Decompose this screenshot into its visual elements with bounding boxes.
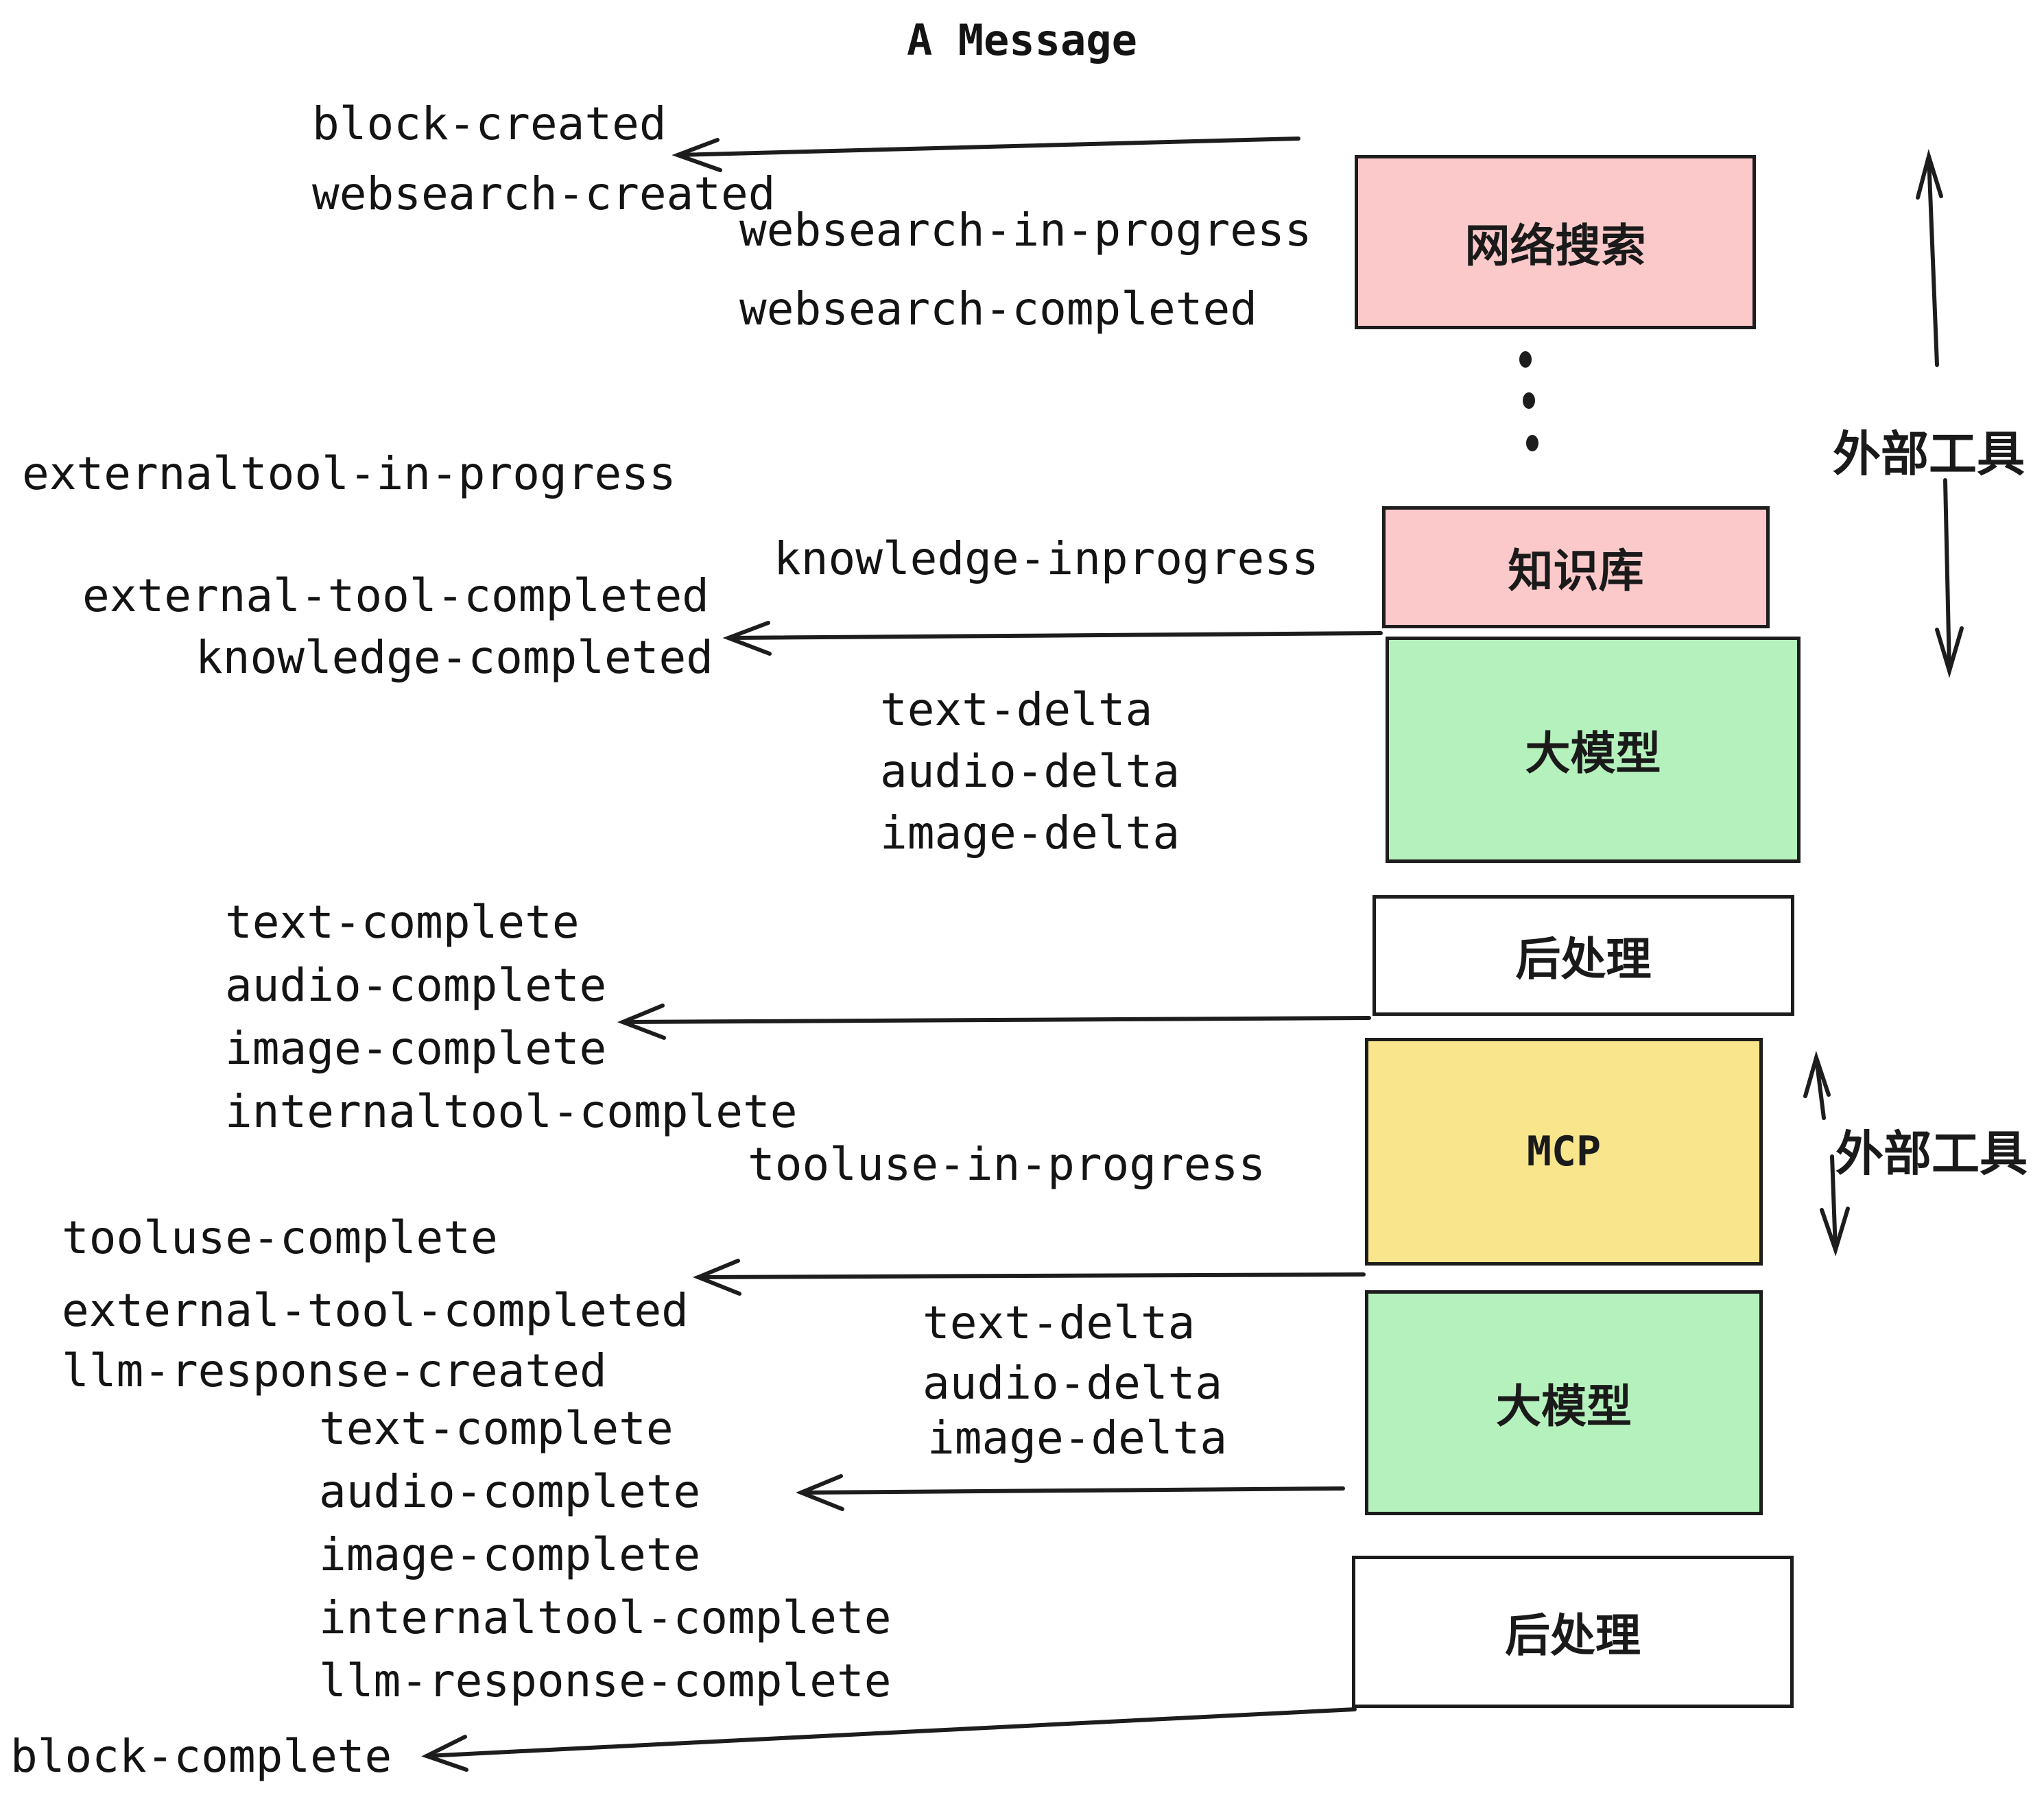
external-tools-label-mid: 外部工具: [1835, 1126, 2028, 1182]
arrow-external-tools-up-top: [1916, 149, 1943, 367]
arrow-llm-to-audio-complete: [796, 1474, 1345, 1511]
event-audio-delta-2: audio-delta: [923, 1357, 1223, 1410]
event-knowledge-inprogress: knowledge-inprogress: [774, 532, 1319, 585]
event-audio-complete-1: audio-complete: [225, 959, 607, 1012]
arrow-post-to-complete-list: [617, 1004, 1371, 1040]
event-image-complete-1: image-complete: [225, 1022, 607, 1075]
event-block-complete: block-complete: [10, 1730, 392, 1783]
event-tooluse-in-progress: tooluse-in-progress: [748, 1138, 1265, 1191]
box-websearch-label: 网络搜索: [1464, 219, 1646, 272]
event-image-delta-2: image-delta: [927, 1412, 1228, 1464]
arrow-mcp-to-tooluse-complete: [693, 1259, 1366, 1296]
event-external-tool-completed-2: external-tool-completed: [62, 1284, 689, 1337]
arrow-post-to-block-complete: [421, 1707, 1357, 1772]
arrow-external-tools-down-top: [1935, 478, 1964, 678]
event-image-complete-2: image-complete: [319, 1528, 701, 1581]
box-postprocess-top: 后处理: [1372, 895, 1794, 1016]
arrow-external-tools-up-mid: [1803, 1050, 1831, 1120]
event-websearch-created: websearch-created: [312, 167, 776, 220]
ellipsis-dots: [1519, 351, 1538, 451]
event-text-delta-2: text-delta: [923, 1296, 1196, 1349]
box-postprocess-top-label: 后处理: [1515, 933, 1652, 986]
event-text-delta-1: text-delta: [880, 683, 1153, 736]
external-tools-label-top: 外部工具: [1833, 426, 2025, 482]
event-text-complete-2: text-complete: [319, 1402, 674, 1455]
event-knowledge-completed: knowledge-completed: [195, 631, 713, 684]
event-text-complete-1: text-complete: [225, 896, 580, 949]
box-websearch: 网络搜索: [1355, 155, 1756, 329]
event-websearch-completed: websearch-completed: [739, 283, 1257, 335]
box-postprocess-bottom-label: 后处理: [1505, 1609, 1641, 1662]
event-tooluse-complete: tooluse-complete: [62, 1211, 498, 1264]
box-llm-top-label: 大模型: [1525, 727, 1661, 780]
event-audio-complete-2: audio-complete: [319, 1465, 701, 1518]
box-mcp-label: MCP: [1526, 1128, 1602, 1176]
arrow-websearch-to-created: [672, 137, 1300, 172]
event-externaltool-in-progress: externaltool-in-progress: [22, 447, 676, 500]
event-image-delta-1: image-delta: [880, 807, 1180, 859]
event-block-created: block-created: [312, 97, 667, 150]
event-audio-delta-1: audio-delta: [880, 745, 1180, 798]
event-llm-response-created: llm-response-created: [62, 1344, 607, 1397]
event-websearch-in-progress: websearch-in-progress: [739, 204, 1312, 257]
box-mcp: MCP: [1365, 1038, 1763, 1266]
box-knowledge-label: 知识库: [1508, 545, 1644, 597]
diagram-title: A Message: [907, 15, 1137, 65]
arrow-knowledge-to-completed: [722, 621, 1383, 656]
box-llm-bottom-label: 大模型: [1496, 1380, 1632, 1433]
event-llm-response-complete: llm-response-complete: [319, 1654, 892, 1707]
event-external-tool-completed-1: external-tool-completed: [82, 569, 709, 622]
box-postprocess-bottom: 后处理: [1352, 1556, 1794, 1708]
event-internaltool-complete-1: internaltool-complete: [225, 1085, 798, 1138]
box-knowledge: 知识库: [1382, 506, 1770, 628]
event-internaltool-complete-2: internaltool-complete: [319, 1591, 892, 1644]
box-llm-bottom: 大模型: [1365, 1290, 1763, 1515]
box-llm-top: 大模型: [1386, 637, 1801, 863]
